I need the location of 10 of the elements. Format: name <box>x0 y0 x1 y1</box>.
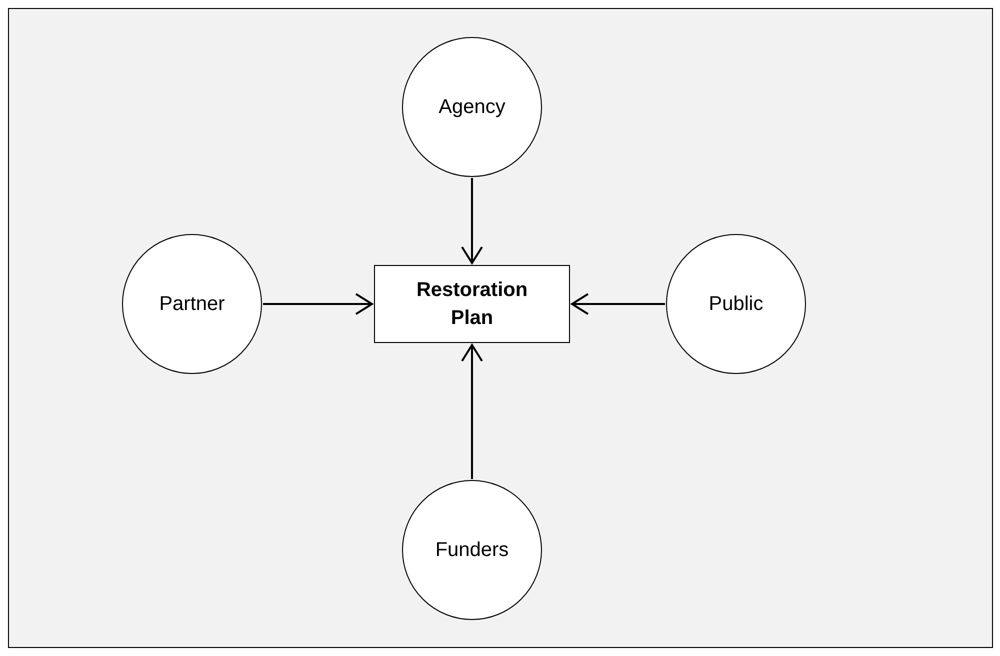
stakeholder-label: Partner <box>159 292 225 316</box>
stakeholder-label: Funders <box>435 538 509 562</box>
plan-box <box>374 265 570 343</box>
arrow <box>461 178 483 264</box>
arrow <box>461 344 483 479</box>
arrow <box>571 293 665 315</box>
stakeholder-label: Agency <box>438 96 506 118</box>
plan-title: Restoration Plan <box>415 278 529 331</box>
arrow <box>263 293 373 315</box>
stakeholder-label: Public <box>708 292 764 316</box>
